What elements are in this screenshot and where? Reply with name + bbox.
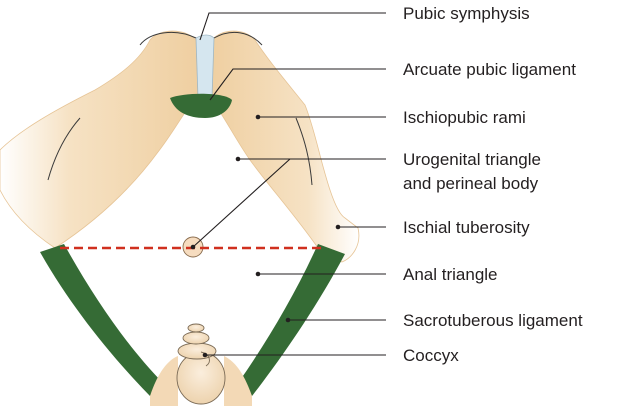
label-perineal-body: and perineal body (403, 174, 539, 193)
label-sacrotuberous-ligament: Sacrotuberous ligament (403, 311, 583, 330)
pubic-symphysis (196, 35, 214, 98)
label-pubic-symphysis: Pubic symphysis (403, 4, 530, 23)
coccyx (177, 324, 225, 404)
label-arcuate-pubic-ligament: Arcuate pubic ligament (403, 60, 576, 79)
label-ischial-tuberosity: Ischial tuberosity (403, 218, 530, 237)
left-sacrotuberous-ligament (40, 244, 165, 396)
label-anal-triangle: Anal triangle (403, 265, 498, 284)
leader-dot-coccyx (203, 353, 208, 358)
leader-dot-anal-triangle (256, 272, 261, 277)
leader-perineal-body (193, 159, 290, 247)
leader-dot-sacrotuberous-ligament (286, 318, 291, 323)
leader-dot-ischiopubic-rami (256, 115, 261, 120)
leader-dot-ischial-tuberosity (336, 225, 341, 230)
label-coccyx: Coccyx (403, 346, 459, 365)
leader-dot-urogenital-triangle (236, 157, 241, 162)
label-urogenital-triangle: Urogenital triangle (403, 150, 541, 169)
left-hip-bone (0, 31, 198, 248)
leader-dot-perineal-body (191, 245, 196, 250)
label-ischiopubic-rami: Ischiopubic rami (403, 108, 526, 127)
